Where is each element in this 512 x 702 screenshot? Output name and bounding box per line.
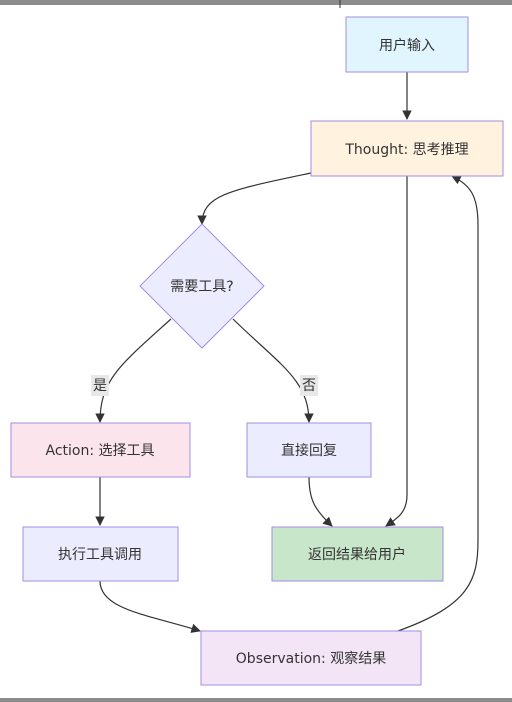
edge-thought-to-return bbox=[385, 176, 408, 527]
node-action: Action: 选择工具 bbox=[10, 422, 191, 478]
edge-decision-to-action bbox=[95, 318, 172, 423]
node-action-label: Action: 选择工具 bbox=[45, 443, 154, 459]
node-user-input: 用户输入 bbox=[345, 16, 469, 73]
node-return-result-label: 返回结果给用户 bbox=[308, 546, 406, 563]
node-action-box bbox=[10, 422, 191, 478]
node-return-result: 返回结果给用户 bbox=[271, 526, 444, 582]
node-execute-tool-label: 执行工具调用 bbox=[58, 547, 142, 563]
node-execute-tool: 执行工具调用 bbox=[22, 526, 179, 582]
node-thought-box bbox=[310, 120, 504, 177]
edge-direct-to-return bbox=[308, 476, 333, 527]
edge-decision-to-direct bbox=[232, 318, 314, 423]
bottom-border bbox=[0, 698, 512, 702]
node-thought-label: Thought: 思考推理 bbox=[344, 142, 468, 158]
top-border bbox=[0, 0, 512, 5]
node-decision-label: 需要工具? bbox=[170, 279, 233, 295]
node-direct-reply-box bbox=[246, 422, 372, 478]
node-execute-tool-box bbox=[22, 526, 179, 582]
node-observation: Observation: 观察结果 bbox=[200, 630, 422, 686]
edges bbox=[95, 72, 479, 633]
edge-observation-to-thought bbox=[397, 175, 479, 632]
edge-label-yes: 是 bbox=[91, 375, 109, 396]
edge-label-no: 否 bbox=[300, 375, 318, 396]
edge-label-yes-text: 是 bbox=[93, 378, 107, 394]
node-decision-diamond bbox=[139, 223, 265, 349]
node-user-input-box bbox=[345, 16, 469, 73]
edge-thought-to-decision bbox=[197, 172, 312, 225]
node-direct-reply-label: 直接回复 bbox=[281, 442, 337, 459]
node-user-input-label: 用户输入 bbox=[379, 37, 435, 54]
node-observation-label: Observation: 观察结果 bbox=[236, 650, 386, 667]
edge-label-no-bg bbox=[300, 375, 318, 396]
node-observation-box bbox=[200, 630, 422, 686]
edge-label-no-text: 否 bbox=[302, 378, 316, 394]
edge-label-yes-bg bbox=[91, 375, 109, 396]
node-direct-reply: 直接回复 bbox=[246, 422, 372, 478]
edge-execute-to-observation bbox=[99, 580, 201, 633]
node-thought: Thought: 思考推理 bbox=[310, 120, 504, 177]
node-return-result-box bbox=[271, 526, 444, 582]
node-decision: 需要工具? bbox=[139, 223, 265, 349]
